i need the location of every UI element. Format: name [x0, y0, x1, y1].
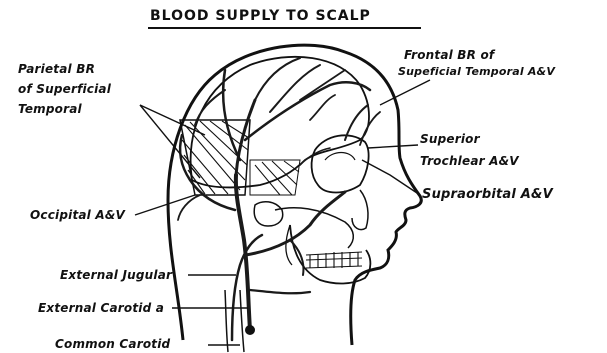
frontal-branch [245, 82, 370, 140]
label-parietal-br: Parietal BR [18, 62, 95, 76]
label-frontal-superficial: Supeficial Temporal A&V [398, 65, 555, 79]
common-carotid-mark [245, 325, 255, 335]
label-external-carotid: External Carotid a [38, 301, 164, 315]
label-parietal-temporal: Temporal [18, 102, 82, 116]
label-external-jugular: External Jugular [60, 268, 172, 282]
parietal-branch [223, 70, 240, 160]
external-carotid-vessel [236, 175, 250, 330]
leader-superior [368, 145, 418, 148]
nasal-cavity [352, 190, 368, 230]
label-superior: Superior [420, 132, 480, 146]
label-supraorbital: Supraorbital A&V [422, 188, 553, 202]
teeth [306, 252, 362, 268]
label-parietal-superficial: of Superficial [18, 82, 111, 96]
label-trochlear: Trochlear A&V [420, 154, 519, 168]
temple-hatch [250, 160, 300, 195]
label-occipital: Occipital A&V [30, 208, 125, 222]
leader-supraorbital [362, 160, 420, 195]
ear-region [254, 202, 282, 226]
neck-line-right [240, 290, 244, 352]
neck-line-left [225, 290, 228, 352]
label-common-carotid: Common Carotid [55, 337, 170, 351]
label-frontal-br: Frontal BR of [404, 48, 494, 62]
eye-orbit-inner [325, 153, 355, 161]
